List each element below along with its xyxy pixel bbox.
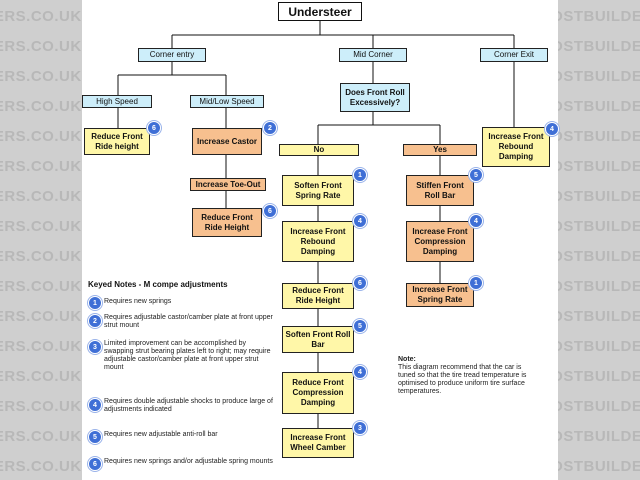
mid-yes: Yes (403, 144, 477, 156)
watermark-right: LOCOSTBUILDERS.CO.UK LOCOSTBUILDERS.CO.UK… (558, 0, 640, 480)
note-badge-3: 3 (88, 340, 102, 354)
note-text-2: Requires adjustable castor/camber plate … (104, 314, 273, 329)
badge-yes-3: 1 (469, 276, 483, 290)
watermark-row: LOCOSTBUILDERS.CO.UK (558, 428, 640, 445)
mid-question: Does Front Roll Excessively? (340, 83, 410, 112)
badge-entry-ride: 6 (263, 204, 277, 218)
watermark-row: LOCOSTBUILDERS.CO.UK (558, 368, 640, 385)
diagram-title: Understeer (278, 2, 362, 21)
phase-corner-entry: Corner entry (138, 48, 206, 62)
note-text-6: Requires new springs and/or adjustable s… (104, 458, 273, 465)
yes-item-3: Increase Front Spring Rate (406, 283, 474, 307)
no-item-1: Soften Front Spring Rate (282, 175, 354, 206)
key-notes-title: Keyed Notes - M compe adjustments (88, 280, 228, 289)
note-badge-5: 5 (88, 430, 102, 444)
entry-high-speed: High Speed (82, 95, 152, 108)
watermark-left: LOCOSTBUILDERS.CO.UK LOCOSTBUILDERS.CO.UK… (0, 0, 82, 480)
no-item-4: Soften Front Roll Bar (282, 326, 354, 353)
note-badge-4: 4 (88, 398, 102, 412)
watermark-row: LOCOSTBUILDERS.CO.UK (558, 458, 640, 475)
watermark-row: LOCOSTBUILDERS.CO.UK (558, 398, 640, 415)
watermark-row: LOCOSTBUILDERS.CO.UK (558, 98, 640, 115)
entry-reduce-front-ride-height: Reduce Front Ride height (84, 128, 150, 155)
watermark-row: LOCOSTBUILDERS.CO.UK (0, 188, 82, 205)
badge-yes-2: 4 (469, 214, 483, 228)
badge-entry-high: 6 (147, 121, 161, 135)
side-note: Note: This diagram recommend that the ca… (398, 356, 528, 396)
watermark-row: LOCOSTBUILDERS.CO.UK (0, 218, 82, 235)
phase-corner-exit: Corner Exit (480, 48, 548, 62)
watermark-row: LOCOSTBUILDERS.CO.UK (0, 338, 82, 355)
watermark-row: LOCOSTBUILDERS.CO.UK (0, 158, 82, 175)
watermark-row: LOCOSTBUILDERS.CO.UK (558, 218, 640, 235)
yes-item-2: Increase Front Compression Damping (406, 221, 474, 262)
note-badge-1: 1 (88, 296, 102, 310)
entry-increase-toe-out: Increase Toe-Out (190, 178, 266, 191)
note-text-1: Requires new springs (104, 298, 172, 305)
note-badge-2: 2 (88, 314, 102, 328)
exit-increase-front-rebound-damping: Increase Front Rebound Damping (482, 127, 550, 167)
no-item-2: Increase Front Rebound Damping (282, 221, 354, 262)
watermark-row: LOCOSTBUILDERS.CO.UK (558, 158, 640, 175)
note-text-4: Requires double adjustable shocks to pro… (104, 398, 273, 413)
watermark-row: LOCOSTBUILDERS.CO.UK (0, 278, 82, 295)
watermark-row: LOCOSTBUILDERS.CO.UK (0, 8, 82, 25)
watermark-row: LOCOSTBUILDERS.CO.UK (0, 368, 82, 385)
watermark-row: LOCOSTBUILDERS.CO.UK (558, 68, 640, 85)
badge-no-5: 4 (353, 365, 367, 379)
badge-yes-1: 5 (469, 168, 483, 182)
watermark-row: LOCOSTBUILDERS.CO.UK (0, 128, 82, 145)
entry-mid-low-speed: Mid/Low Speed (190, 95, 264, 108)
note-badge-6: 6 (88, 457, 102, 471)
watermark-row: LOCOSTBUILDERS.CO.UK (558, 338, 640, 355)
watermark-row: LOCOSTBUILDERS.CO.UK (0, 458, 82, 475)
mid-no: No (279, 144, 359, 156)
no-item-6: Increase Front Wheel Camber (282, 428, 354, 458)
watermark-row: LOCOSTBUILDERS.CO.UK (558, 128, 640, 145)
watermark-row: LOCOSTBUILDERS.CO.UK (558, 248, 640, 265)
badge-no-3: 6 (353, 276, 367, 290)
watermark-row: LOCOSTBUILDERS.CO.UK (0, 248, 82, 265)
badge-exit: 4 (545, 122, 559, 136)
watermark-row: LOCOSTBUILDERS.CO.UK (0, 68, 82, 85)
watermark-row: LOCOSTBUILDERS.CO.UK (0, 98, 82, 115)
watermark-row: LOCOSTBUILDERS.CO.UK (0, 38, 82, 55)
note-text-3: Limited improvement can be accomplished … (104, 340, 271, 371)
note-text-5: Requires new adjustable anti-roll bar (104, 431, 218, 438)
entry-increase-castor: Increase Castor (192, 128, 262, 155)
watermark-row: LOCOSTBUILDERS.CO.UK (0, 308, 82, 325)
badge-no-2: 4 (353, 214, 367, 228)
phase-mid-corner: Mid Corner (339, 48, 407, 62)
watermark-row: LOCOSTBUILDERS.CO.UK (558, 308, 640, 325)
side-note-text: This diagram recommend that the car is t… (398, 364, 527, 395)
watermark-row: LOCOSTBUILDERS.CO.UK (558, 38, 640, 55)
badge-entry-castor: 2 (263, 121, 277, 135)
watermark-row: LOCOSTBUILDERS.CO.UK (558, 188, 640, 205)
entry-reduce-front-ride-height-2: Reduce Front Ride Height (192, 208, 262, 237)
badge-no-6: 3 (353, 421, 367, 435)
watermark-row: LOCOSTBUILDERS.CO.UK (0, 398, 82, 415)
yes-item-1: Stiffen Front Roll Bar (406, 175, 474, 206)
watermark-row: LOCOSTBUILDERS.CO.UK (558, 278, 640, 295)
badge-no-4: 5 (353, 319, 367, 333)
side-note-title: Note: (398, 356, 416, 363)
watermark-row: LOCOSTBUILDERS.CO.UK (0, 428, 82, 445)
no-item-3: Reduce Front Ride Height (282, 283, 354, 309)
no-item-5: Reduce Front Compression Damping (282, 372, 354, 414)
watermark-row: LOCOSTBUILDERS.CO.UK (558, 8, 640, 25)
badge-no-1: 1 (353, 168, 367, 182)
